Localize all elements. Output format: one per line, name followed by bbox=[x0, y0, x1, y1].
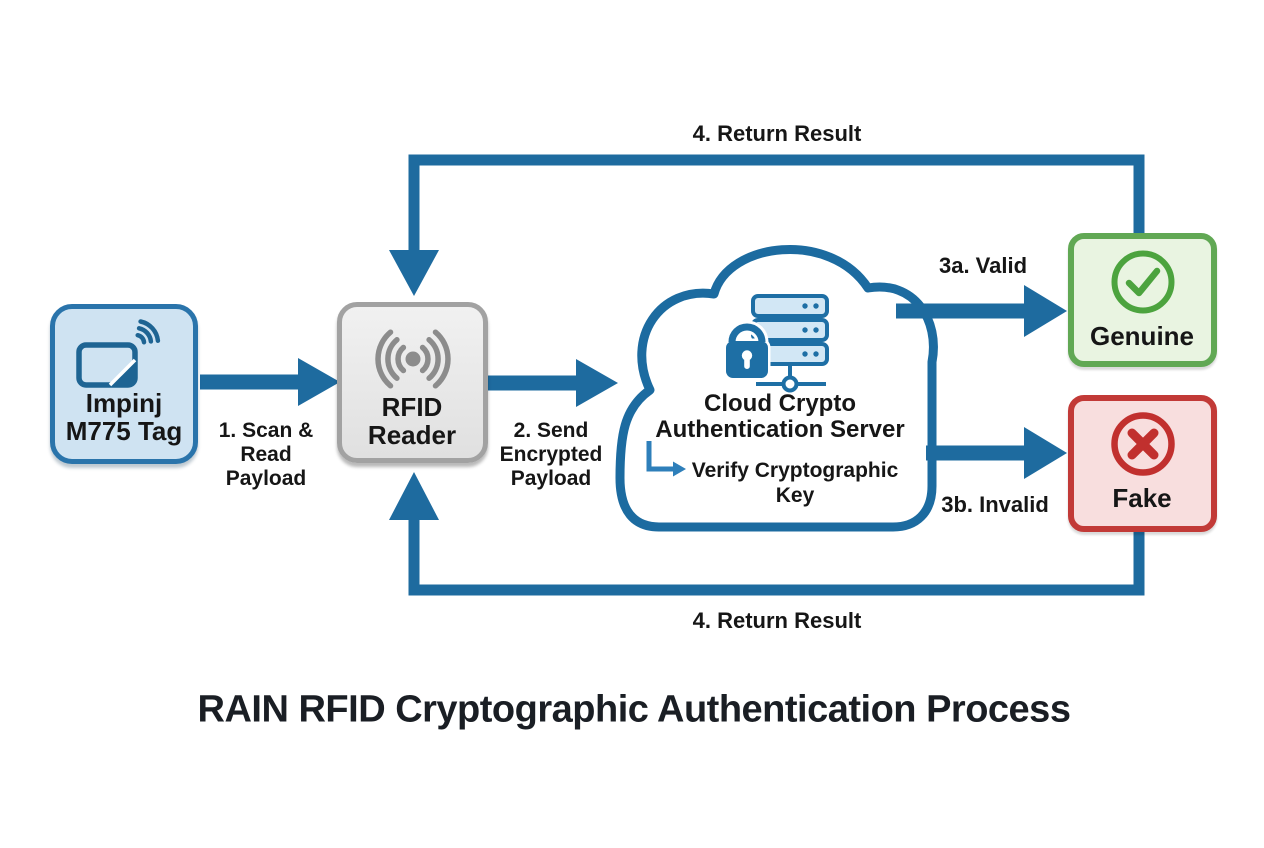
diagram-title: RAIN RFID Cryptographic Authentication P… bbox=[198, 689, 1071, 732]
genuine-label: Genuine bbox=[1090, 322, 1194, 350]
step4-bottom-text: 4. Return Result bbox=[692, 608, 862, 633]
tag-label: Impinj M775 Tag bbox=[66, 389, 183, 445]
verify-elbow-arrow bbox=[646, 441, 686, 477]
valid-arrow bbox=[896, 285, 1067, 337]
return-arrow-top bbox=[389, 154, 1145, 296]
reader-label-line1: RFID bbox=[381, 392, 443, 422]
server-icon bbox=[751, 294, 829, 393]
tag-label-line2: M775 Tag bbox=[65, 416, 183, 446]
x-circle-icon bbox=[1110, 412, 1175, 476]
step4-bottom-label: 4. Return Result bbox=[693, 609, 862, 633]
verify-key-line2: Key bbox=[775, 484, 815, 507]
cloud-shape bbox=[615, 245, 938, 532]
fake-label-text: Fake bbox=[1112, 483, 1172, 513]
cloud-title-line2: Authentication Server bbox=[655, 416, 905, 443]
step2-line2: Encrypted bbox=[499, 443, 603, 466]
rfid-tag-icon bbox=[76, 319, 161, 388]
reader-label-line2: Reader bbox=[367, 420, 457, 450]
step3a-label: 3a. Valid bbox=[939, 254, 1027, 278]
invalid-arrow bbox=[926, 427, 1067, 479]
step1-label: 1. Scan & Read Payload bbox=[219, 419, 314, 491]
fake-node bbox=[1068, 395, 1217, 532]
verify-key-line1: Verify Cryptographic bbox=[691, 459, 899, 482]
step2-label: 2. Send Encrypted Payload bbox=[500, 419, 603, 491]
step2-line1: 2. Send bbox=[513, 419, 589, 442]
send-arrow bbox=[488, 359, 618, 407]
cloud-title-line1: Cloud Crypto bbox=[704, 390, 856, 417]
tag-node bbox=[50, 304, 198, 464]
scan-arrow bbox=[200, 358, 340, 406]
verify-key-label: Verify Cryptographic Key bbox=[692, 458, 899, 508]
genuine-node bbox=[1068, 233, 1217, 367]
step1-line2: Read bbox=[240, 443, 292, 466]
step3a-text: 3a. Valid bbox=[938, 253, 1028, 278]
step3b-label: 3b. Invalid bbox=[941, 493, 1049, 517]
diagram-title-text: RAIN RFID Cryptographic Authentication P… bbox=[197, 688, 1071, 731]
step3b-text: 3b. Invalid bbox=[941, 492, 1049, 517]
step2-line3: Payload bbox=[510, 467, 592, 490]
check-circle-icon bbox=[1111, 250, 1174, 314]
step1-line3: Payload bbox=[225, 467, 307, 490]
tag-label-line1: Impinj bbox=[85, 388, 163, 418]
reader-label: RFID Reader bbox=[368, 393, 456, 449]
step1-line1: 1. Scan & bbox=[218, 419, 314, 442]
reader-node bbox=[337, 302, 488, 463]
step4-top-text: 4. Return Result bbox=[692, 121, 862, 146]
genuine-label-text: Genuine bbox=[1089, 321, 1195, 351]
padlock-icon bbox=[723, 320, 771, 381]
cloud-title: Cloud Crypto Authentication Server bbox=[655, 391, 904, 443]
rfid-signal-icon bbox=[374, 329, 451, 389]
return-arrow-bottom bbox=[389, 472, 1145, 596]
step4-top-label: 4. Return Result bbox=[693, 122, 862, 146]
fake-label: Fake bbox=[1112, 484, 1171, 512]
